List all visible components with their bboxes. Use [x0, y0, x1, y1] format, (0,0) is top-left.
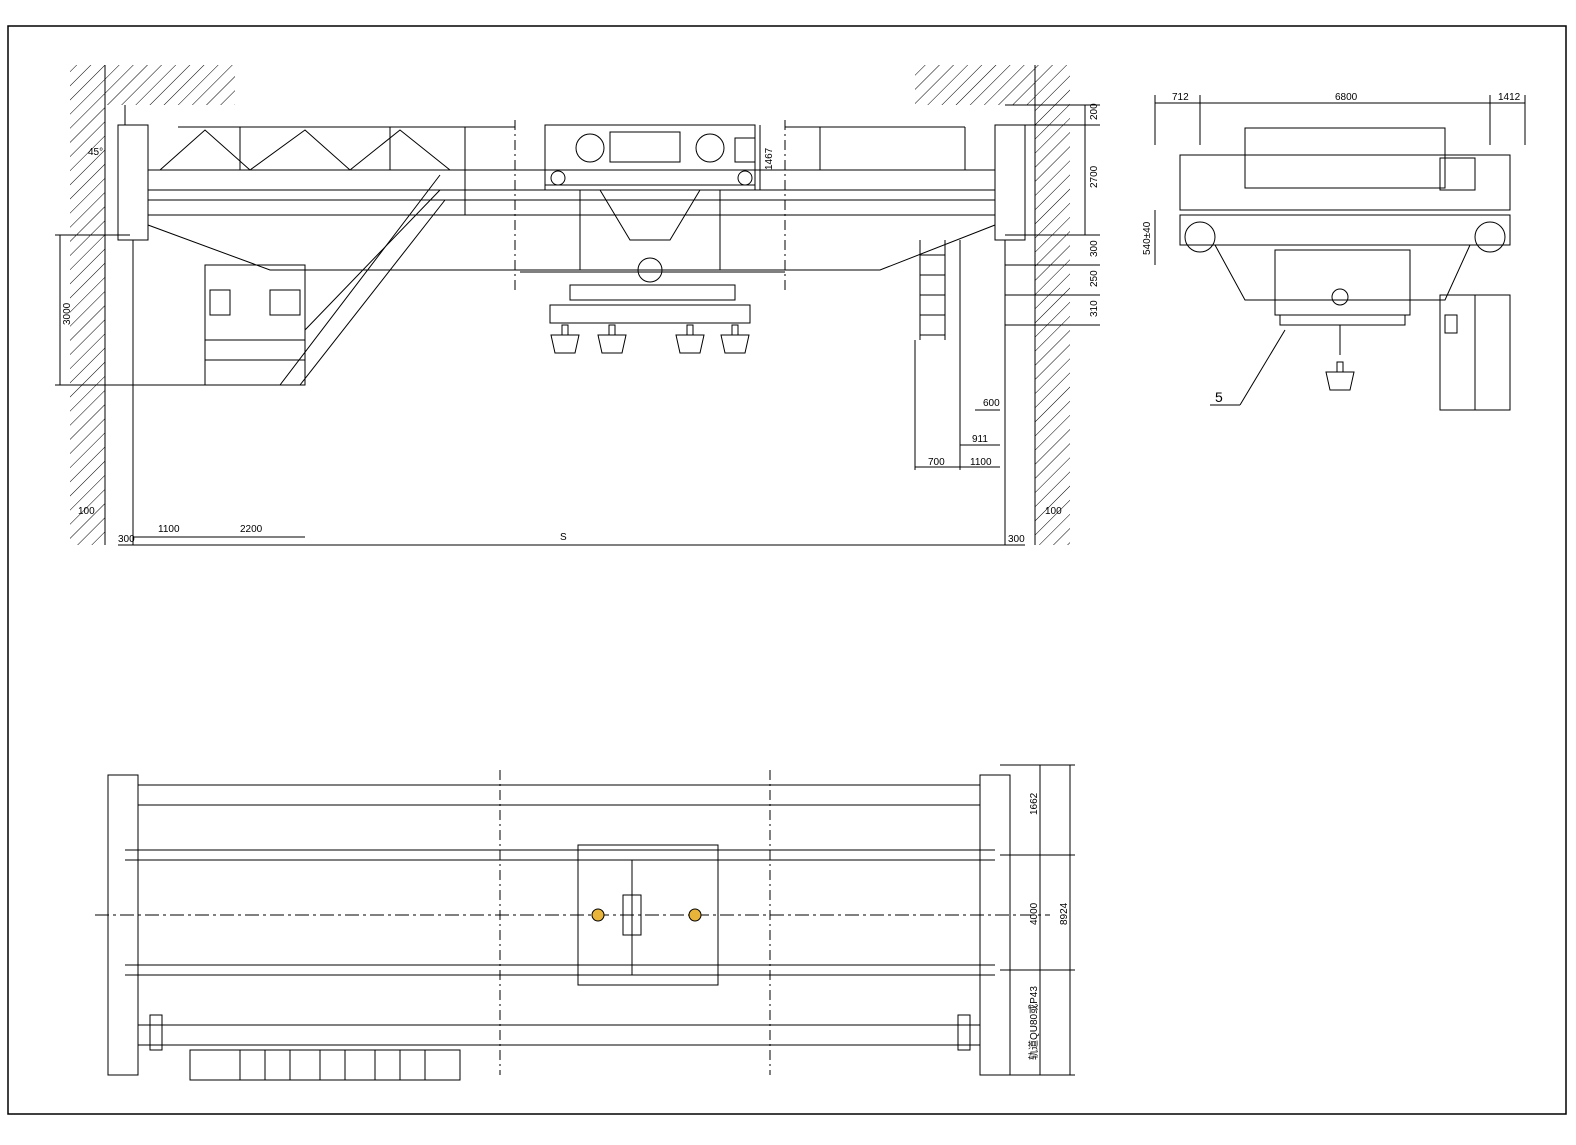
dim-4000: 4000	[1029, 902, 1040, 925]
callout-5: 5	[1215, 389, 1223, 405]
girder-handrail	[159, 120, 966, 290]
dim-540: 540±40	[1142, 221, 1153, 255]
dim-1100: 1100	[158, 524, 180, 535]
dim-8924: 8924	[1059, 902, 1070, 925]
dim-911: 911	[972, 434, 988, 445]
plan-view-dimensions: 1662 4000 8924 轨道QU80或P43	[1027, 792, 1070, 1060]
plan-view	[95, 764, 1075, 1081]
spreader-assembly	[520, 189, 785, 354]
trolley	[544, 124, 756, 191]
dim-300-right: 300	[1008, 534, 1025, 545]
dim-100-left: 100	[78, 506, 95, 517]
dim-span-s: S	[560, 532, 567, 543]
dim-250: 250	[1089, 270, 1100, 287]
dim-712: 712	[1172, 92, 1189, 103]
dim-45-deg: 45°	[88, 147, 103, 158]
right-ladder	[914, 240, 961, 470]
drawing-border	[7, 25, 1567, 1115]
right-end-carriage	[994, 124, 1026, 241]
rail-spec-label: 轨道QU80或P43	[1027, 986, 1040, 1060]
dim-1412: 1412	[1498, 92, 1521, 103]
side-view	[1154, 95, 1526, 411]
dim-1662: 1662	[1029, 792, 1040, 815]
dim-200: 200	[1089, 103, 1100, 120]
access-stair	[279, 174, 446, 386]
left-wall	[70, 65, 235, 545]
operator-cab	[204, 264, 306, 386]
dim-2700: 2700	[1089, 165, 1100, 188]
front-view	[55, 65, 1100, 546]
dim-6800: 6800	[1335, 92, 1358, 103]
side-view-dimensions: 712 6800 1412 540±40 5	[1142, 92, 1521, 405]
dim-310: 310	[1089, 300, 1100, 317]
dim-300: 300	[1089, 240, 1100, 257]
dim-3000: 3000	[62, 302, 73, 325]
dim-2200: 2200	[240, 524, 263, 535]
dim-700: 700	[928, 457, 945, 468]
front-view-dimensions: 200 2700 1467 300 250 310 600 911 700 11…	[62, 103, 1100, 545]
left-end-carriage	[117, 124, 149, 241]
dim-1100-right: 1100	[970, 457, 992, 468]
dim-100-right: 100	[1045, 506, 1062, 517]
dim-1467: 1467	[764, 147, 775, 170]
right-wall	[915, 65, 1070, 545]
dim-300-left: 300	[118, 534, 135, 545]
dim-600: 600	[983, 398, 1000, 409]
